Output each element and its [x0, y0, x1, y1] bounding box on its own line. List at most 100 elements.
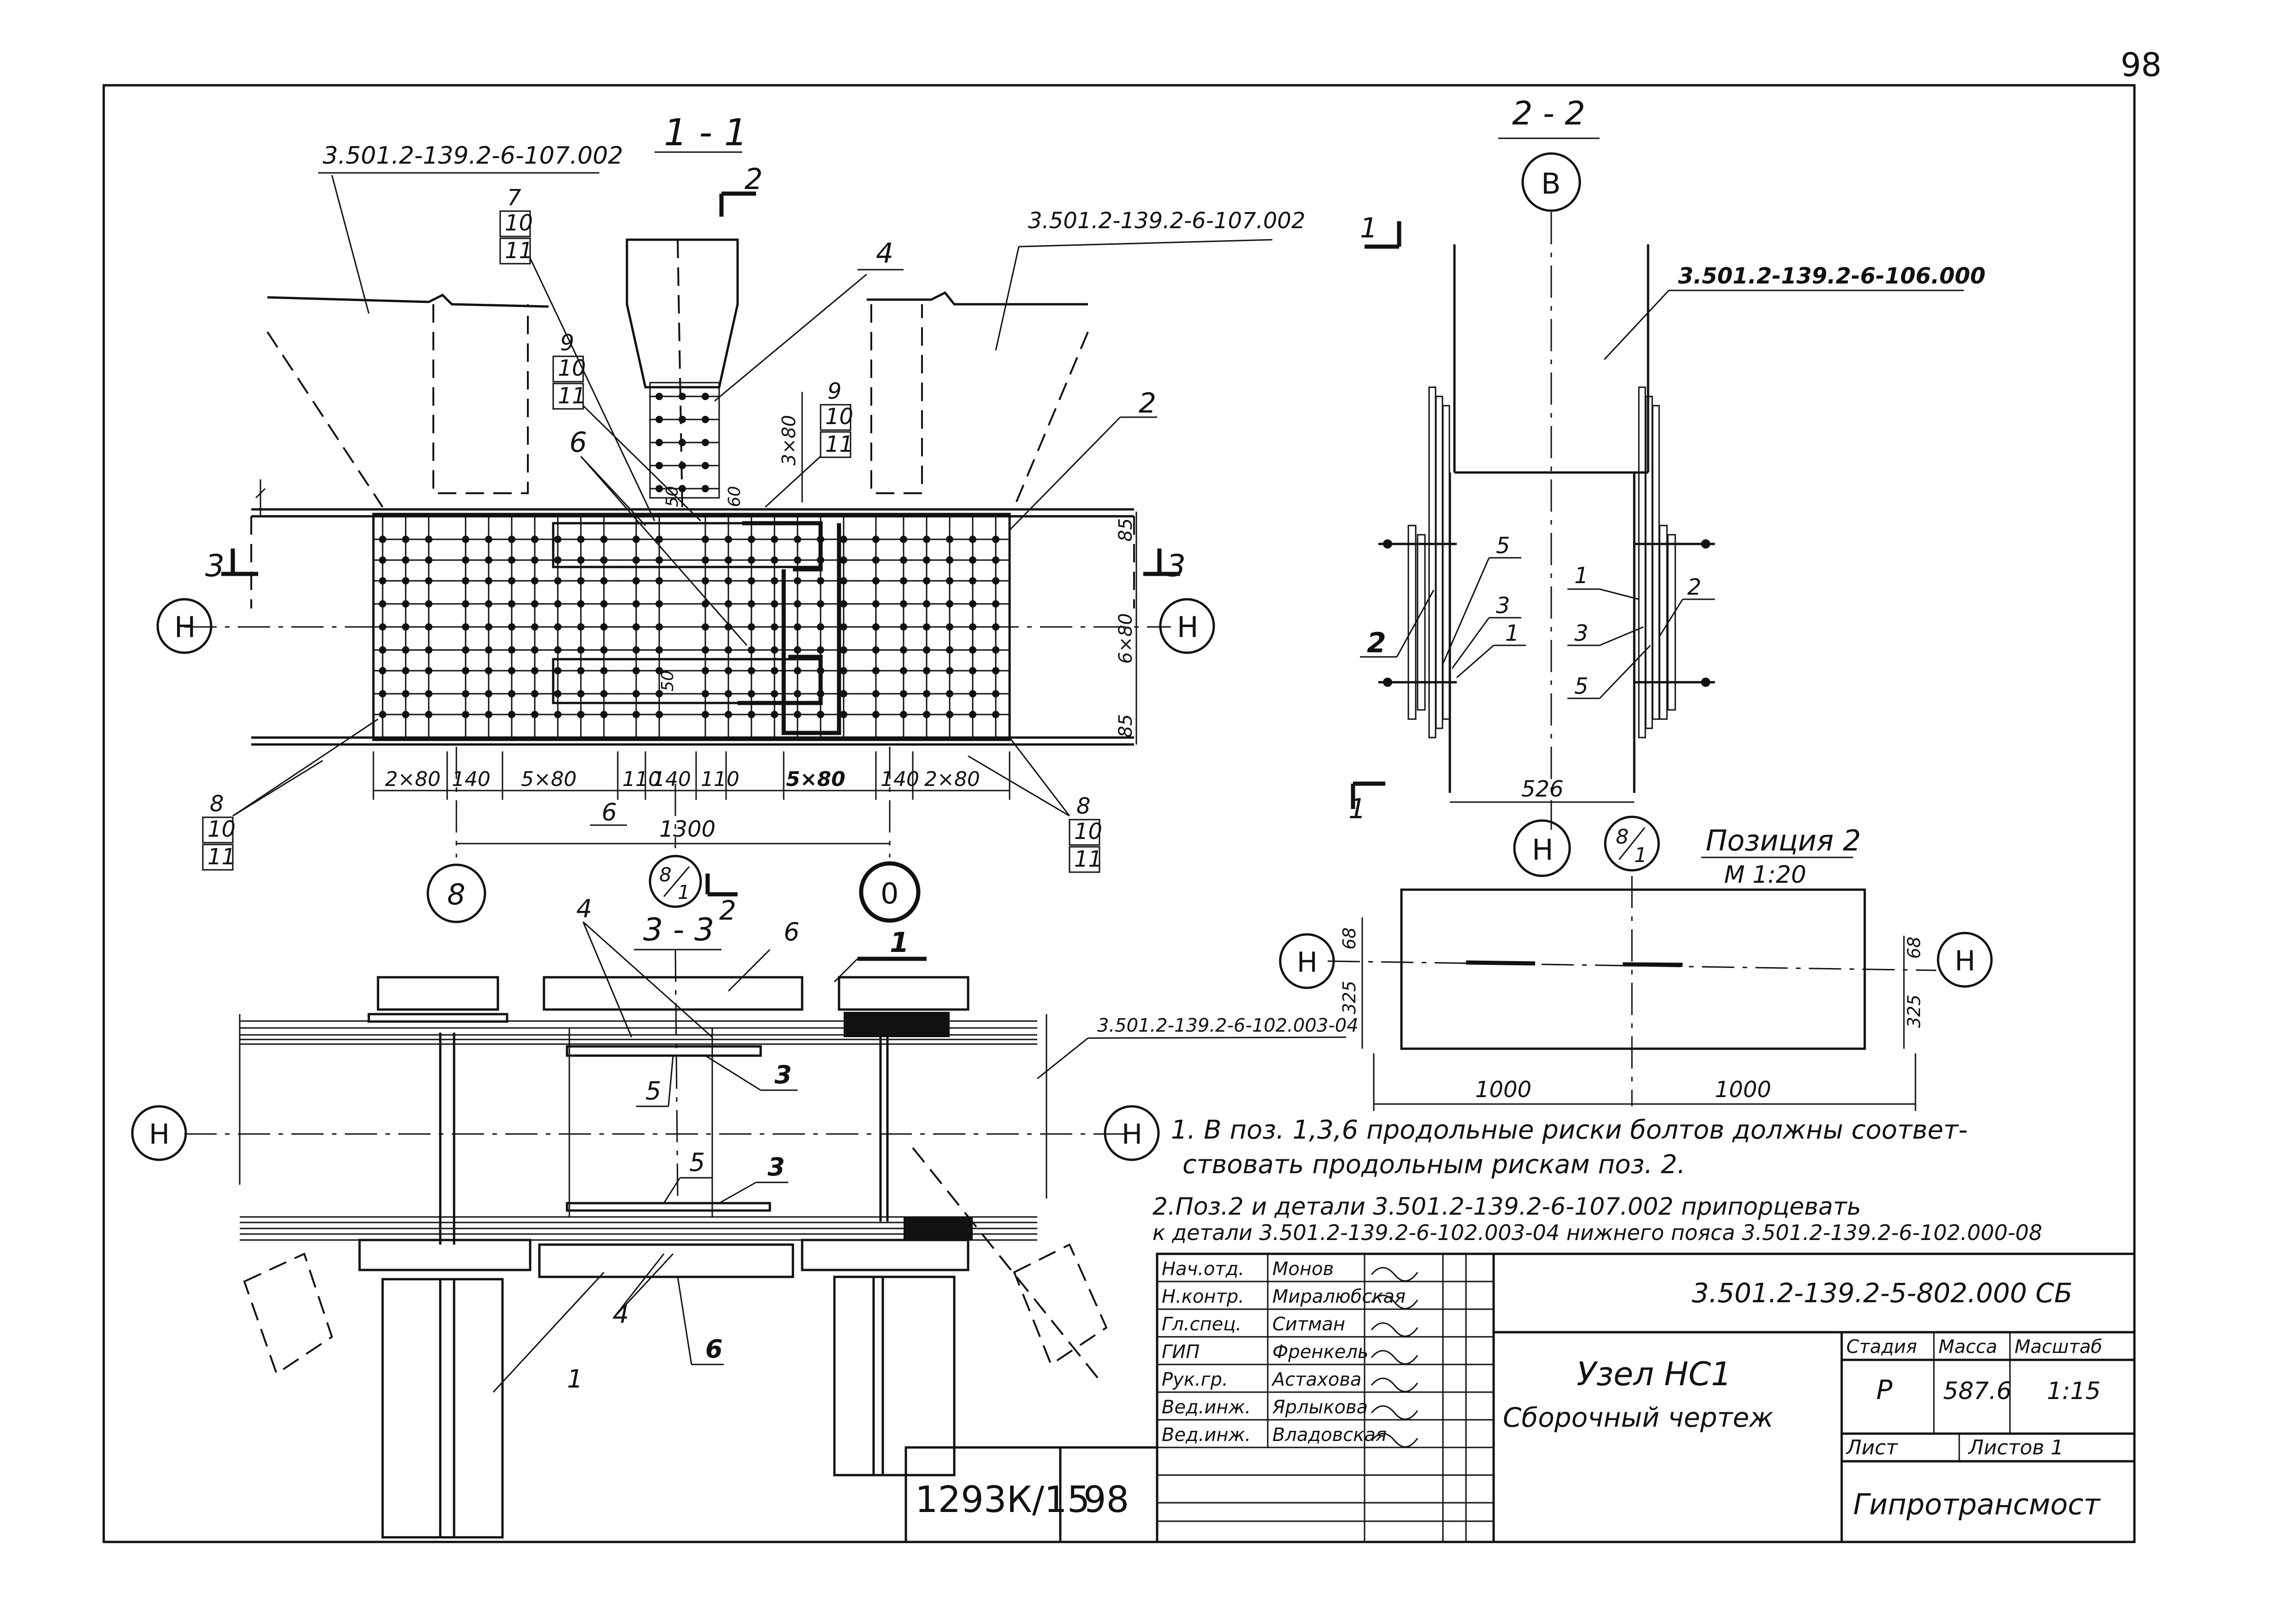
bolt	[872, 623, 880, 631]
bolt	[554, 623, 561, 631]
svg-text:10: 10	[558, 355, 586, 381]
dim-325b: 325	[1904, 994, 1924, 1028]
bolt	[969, 646, 976, 654]
bolt	[632, 556, 640, 564]
bolt	[379, 623, 386, 631]
axis-marker-pos2-right	[1937, 932, 1993, 988]
bolt	[946, 667, 953, 674]
bolt	[600, 536, 608, 543]
staff-role: Н.контр.	[1162, 1286, 1244, 1307]
section-1-1-title: 1 - 1	[664, 111, 748, 154]
bolt	[748, 623, 755, 631]
bolt	[748, 577, 755, 585]
axis-marker-right	[1159, 598, 1215, 654]
note-line-1: 1. В поз. 1,3,6 продольные риски болтов …	[1171, 1115, 1968, 1145]
bolt	[379, 667, 386, 674]
axis-marker-v	[1521, 152, 1581, 212]
position-2: Позиция 2 М 1:20 Н Н 68 325 68 325 1000 …	[1279, 824, 1993, 1111]
bolt	[872, 646, 880, 654]
bolt	[900, 646, 907, 654]
bolt	[577, 600, 585, 608]
bolt	[656, 667, 663, 674]
bolt	[969, 623, 976, 631]
axis-left: Н	[174, 610, 196, 644]
bolt	[508, 600, 515, 608]
svg-text:11: 11	[1074, 846, 1102, 872]
bolt	[840, 690, 847, 697]
section-2-2: 2 - 2 В 1 1 3.501.2-139.2-6-106.000 5 3 …	[1348, 94, 1986, 877]
axis-marker-3-3-right	[1104, 1105, 1160, 1161]
bolt	[508, 623, 515, 631]
bolt	[656, 623, 663, 631]
bolt	[969, 690, 976, 697]
bolt	[656, 646, 663, 654]
axis-marker-frac-2	[1604, 815, 1660, 872]
bolt	[923, 623, 930, 631]
position-2-title: Позиция 2	[1706, 824, 1861, 857]
bolt	[600, 577, 608, 585]
bolt	[840, 667, 847, 674]
bolt	[900, 556, 907, 564]
bolt	[402, 711, 409, 718]
bolt	[554, 577, 561, 585]
bolt	[531, 536, 538, 543]
label-right-5: 5	[1574, 673, 1589, 699]
bolt	[379, 556, 386, 564]
bolt	[508, 536, 515, 543]
bolt	[771, 536, 778, 543]
staff-rows: Нач.отд.МоновН.контр.МиралюбскаяГл.спец.…	[1157, 1258, 1494, 1522]
ref-left: 3.501.2-139.2-6-107.002	[323, 142, 623, 170]
dim-bottom-label: 5×80	[786, 768, 845, 791]
axis-frac-2-bottom: 1	[1634, 844, 1647, 867]
pos-3b: 3	[768, 1152, 785, 1181]
title-block: Нач.отд.МоновН.контр.МиралюбскаяГл.спец.…	[904, 1252, 2136, 1543]
bolt	[531, 623, 538, 631]
bolt	[379, 690, 386, 697]
bolt	[771, 690, 778, 697]
bolt	[969, 711, 976, 718]
stage-value: Р	[1876, 1374, 1892, 1405]
bolt	[946, 711, 953, 718]
bolt	[725, 646, 732, 654]
bolt	[900, 536, 907, 543]
bolt	[725, 536, 732, 543]
svg-text:7: 7	[507, 185, 521, 211]
axis-bottom: Н	[1532, 833, 1554, 867]
bolt	[656, 536, 663, 543]
bolt	[969, 577, 976, 585]
bolt	[632, 577, 640, 585]
axis-frac-bottom: 1	[678, 881, 690, 904]
bolt	[946, 577, 953, 585]
bolt	[771, 600, 778, 608]
svg-text:9: 9	[827, 378, 842, 404]
dim-pos-6: 6	[602, 799, 617, 827]
bolt	[725, 577, 732, 585]
bolt	[554, 667, 561, 674]
bolt	[817, 623, 824, 631]
bolt	[992, 667, 999, 674]
bolt	[508, 667, 515, 674]
label-right-2: 2	[1687, 574, 1702, 600]
staff-name: Владовская	[1272, 1424, 1387, 1446]
bolt	[600, 711, 608, 718]
note-line-3: 2.Поз.2 и детали 3.501.2-139.2-6-107.002…	[1152, 1193, 1861, 1221]
bolt	[748, 690, 755, 697]
axis-marker-frac	[649, 855, 702, 908]
svg-text:10: 10	[1074, 819, 1102, 844]
bolt	[872, 711, 880, 718]
bolt	[992, 577, 999, 585]
bolt	[900, 600, 907, 608]
note-line-4: к детали 3.501.2-139.2-6-102.003-04 нижн…	[1152, 1220, 2042, 1245]
axis-3-3-right: Н	[1122, 1118, 1142, 1151]
axis-8: 8	[447, 878, 465, 911]
bolt	[817, 577, 824, 585]
bolt	[794, 600, 801, 608]
dim-68a: 68	[1339, 927, 1359, 950]
svg-text:11: 11	[505, 238, 533, 264]
bolt	[840, 600, 847, 608]
bolt	[402, 600, 409, 608]
axis-frac-top: 8	[659, 863, 672, 886]
bolt	[632, 646, 640, 654]
bolt	[554, 536, 561, 543]
dim-bottom-label: 2×80	[924, 768, 980, 791]
